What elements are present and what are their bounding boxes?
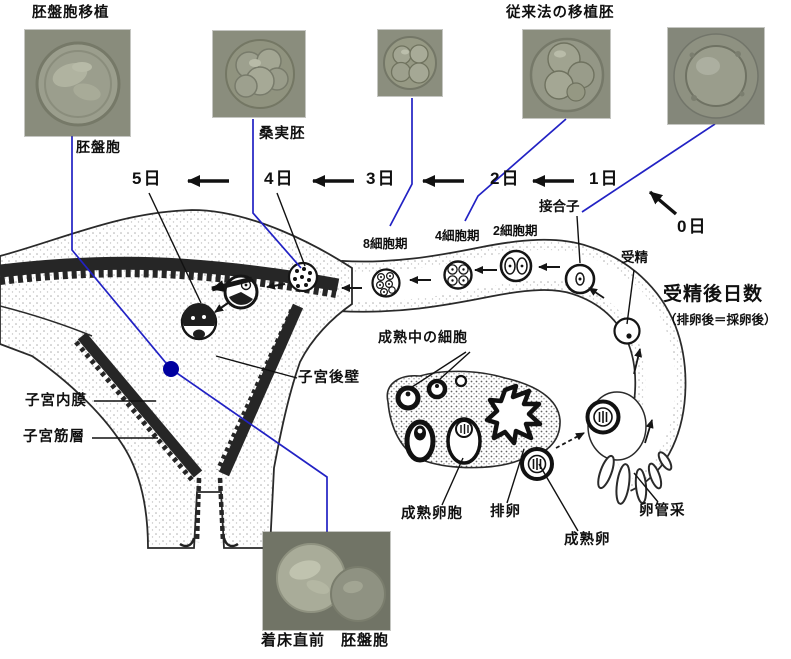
label-mature-egg: 成熟卵 — [564, 532, 611, 548]
timeline-arrows — [187, 175, 678, 216]
label-two-cell-stage: 2細胞期 — [493, 224, 538, 238]
endometrium-drawing — [0, 256, 340, 543]
ovulation-to-fimbriae-arrow — [555, 432, 585, 449]
photo-morula — [213, 31, 305, 117]
tube-embryos — [371, 249, 641, 345]
label-endometrium: 子宮内膜 — [25, 393, 87, 409]
day-label-1: 1日 — [589, 169, 620, 188]
mature-egg-drawing — [520, 447, 554, 481]
maturing-cells-drawing — [395, 374, 468, 411]
day0-arrow — [648, 190, 678, 216]
label-blastocyst-transfer: 胚盤胞移植 — [32, 5, 110, 21]
label-myometrium: 子宮筋層 — [23, 429, 85, 445]
photo-blastocyst-transfer — [25, 30, 130, 136]
photo-eight-cell — [378, 30, 442, 96]
four-cell-drawing — [443, 260, 473, 290]
label-fimbriae: 卵管采 — [639, 503, 686, 519]
day-label-3: 3日 — [366, 169, 397, 188]
photo-conventional-embryo — [523, 30, 610, 118]
egg-in-fimbriae-drawing — [585, 399, 621, 435]
eight-cell-drawing — [371, 268, 401, 298]
label-blastocyst: 胚盤胞 — [76, 139, 121, 155]
label-mature-follicle: 成熟卵胞 — [401, 506, 463, 522]
photo-pre-implantation-blastocyst — [263, 532, 390, 630]
flow-arrows — [211, 263, 654, 444]
two-cell-drawing — [499, 249, 533, 283]
mature-follicle-drawing — [446, 417, 482, 465]
label-eight-cell-stage: 8細胞期 — [363, 237, 408, 251]
fertilization-drawing — [613, 317, 641, 345]
label-four-cell-stage: 4細胞期 — [435, 229, 480, 243]
implanting-blastocyst-drawing — [180, 303, 218, 341]
label-ovulation: 排卵 — [490, 504, 521, 520]
uterus-drawing — [0, 209, 353, 549]
implantation-site-dot — [163, 361, 179, 377]
caption-after-ovulation: （排卵後＝採卵後） — [664, 313, 777, 327]
day-label-0: 0日 — [677, 217, 708, 236]
label-morula: 桑実胚 — [259, 126, 306, 142]
label-maturing-cells: 成熟中の細胞 — [378, 329, 468, 345]
day-label-5: 5日 — [132, 169, 163, 188]
zygote-drawing — [564, 263, 596, 295]
ovary-drawing — [386, 370, 561, 469]
early-blastocyst-drawing — [223, 274, 259, 310]
photo-zygote — [668, 28, 764, 124]
morula-drawing — [287, 261, 319, 293]
label-conventional-transfer: 従来法の移植胚 — [506, 5, 615, 21]
ovulation-site-drawing — [484, 383, 543, 446]
day-label-2: 2日 — [490, 169, 521, 188]
cavity-embryos — [180, 261, 319, 341]
day-label-4: 4日 — [264, 169, 295, 188]
label-pre-implantation: 着床直前 胚盤胞 — [261, 632, 390, 649]
label-uterus-posterior-wall: 子宮後壁 — [298, 370, 360, 386]
label-zygote: 接合子 — [539, 199, 580, 214]
pointer-lines — [92, 192, 659, 532]
label-fertilization: 受精 — [621, 250, 648, 265]
follicle-drawing — [404, 419, 436, 463]
caption-days-after-fertilization: 受精後日数 — [663, 284, 764, 305]
